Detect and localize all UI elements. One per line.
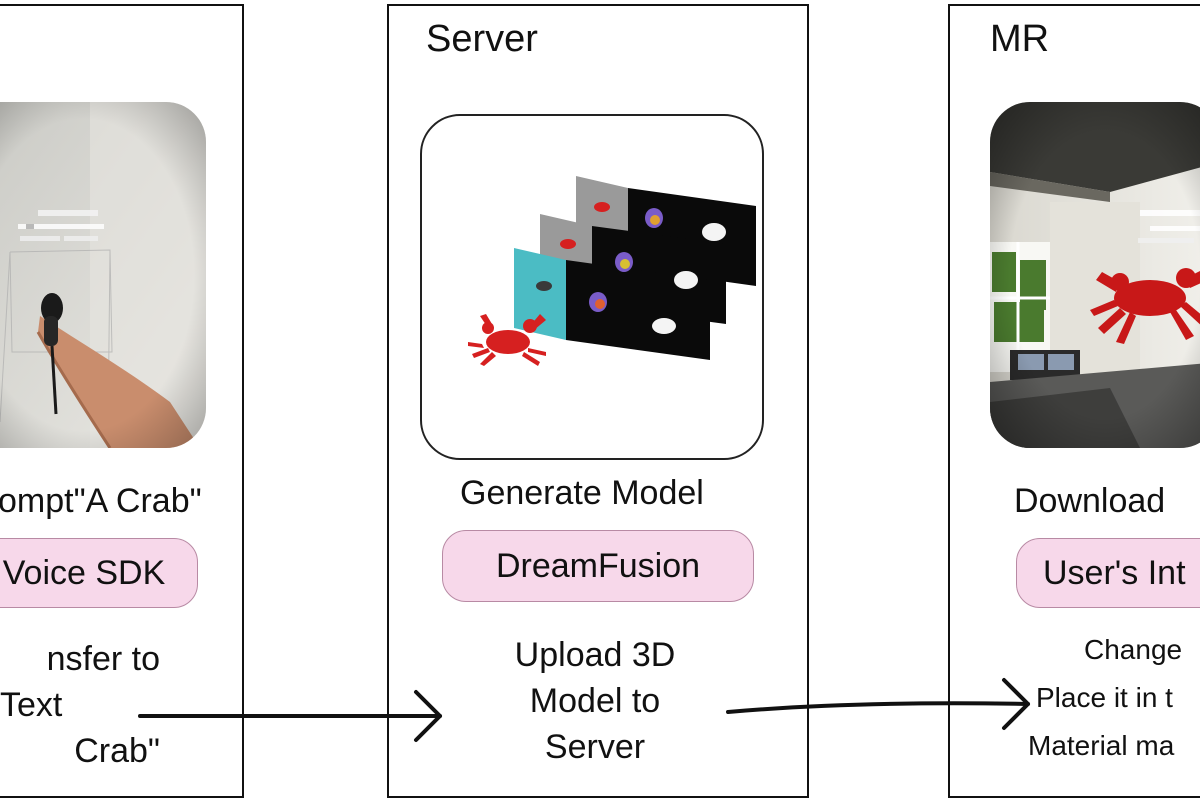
crab-model-icon [468,314,546,366]
generate-model-label: Generate Model [460,474,704,512]
voice-prompt-label: ompt"A Crab" [0,482,202,520]
vr-headset-view-icon [0,102,206,448]
download-label: Download [1014,482,1166,520]
server-line-2: Model to [529,682,661,720]
arrow-voice-to-server [138,690,442,742]
dreamfusion-pill: DreamFusion [442,530,754,602]
mr-line-3: Material ma [1028,730,1175,761]
mr-line-1: Change [1084,634,1183,665]
dreamfusion-render-icon [468,176,756,366]
users-interaction-pill: User's Int [1016,538,1200,608]
mixed-reality-room-icon [990,102,1200,448]
voice-sdk-pill: Voice SDK [0,538,198,608]
server-line-3: Server [544,728,646,766]
voice-transfer-text: nsfer to Text Crab" [0,636,160,774]
voice-line-3: Crab" [74,732,160,770]
mr-room-photo [990,102,1200,448]
voice-line-1: nsfer to [46,640,160,678]
voice-line-2: Text [0,686,63,724]
mr-line-2: Place it in t [1036,682,1173,713]
server-line-1: Upload 3D [514,636,676,674]
mr-interaction-text: Change Place it in t Material ma [1020,626,1200,770]
mr-title: MR [990,18,1050,60]
headset-view-photo [0,102,206,448]
upload-model-text: Upload 3D Model to Server [470,632,720,770]
arrow-server-to-mr [726,678,1030,730]
generation-preview-box [420,114,764,460]
server-title: Server [426,18,538,60]
